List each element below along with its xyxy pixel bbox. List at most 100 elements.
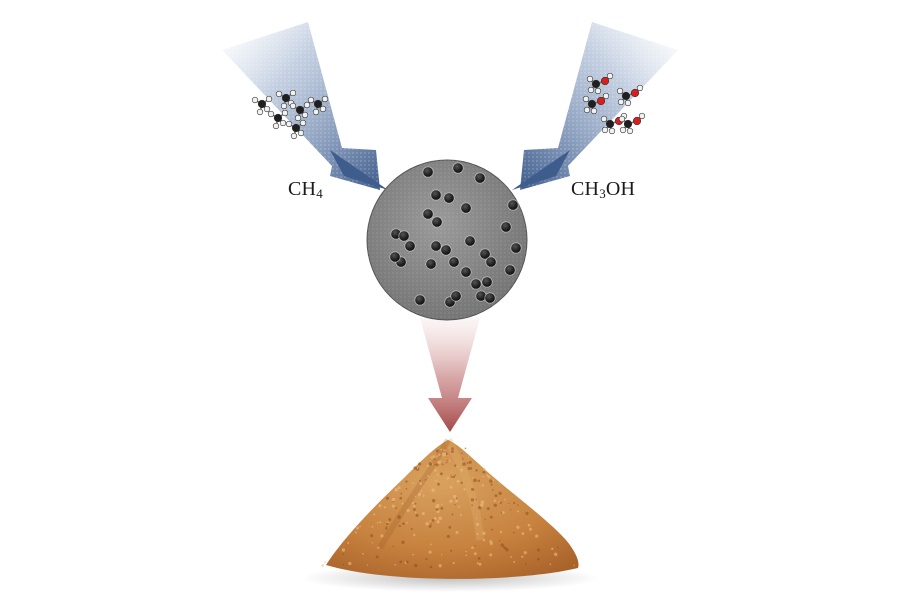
output-arrow <box>420 318 480 432</box>
molecule-atom <box>603 93 609 99</box>
molecule-atom <box>625 100 631 106</box>
powder-grain <box>392 505 395 508</box>
powder-grain <box>430 543 432 545</box>
powder-grain <box>373 513 375 515</box>
powder-grain <box>461 482 463 484</box>
bacterium-cell <box>423 167 433 177</box>
molecule-atom <box>295 115 301 121</box>
bacterium-cell <box>444 193 454 203</box>
powder-grain <box>402 522 405 525</box>
powder-grain <box>400 493 402 495</box>
powder-grain <box>399 561 402 564</box>
powder-grain <box>525 512 528 515</box>
bacterium-cell <box>508 200 518 210</box>
powder-grain <box>422 512 425 515</box>
powder-grain <box>474 545 475 546</box>
powder-grain <box>412 482 414 484</box>
molecule-atom <box>314 100 322 108</box>
powder-grain <box>406 509 409 512</box>
powder-grain <box>438 517 442 521</box>
bacterium-cell <box>461 203 471 213</box>
powder-grain <box>438 454 440 456</box>
molecule-atom <box>601 116 607 122</box>
powder-grain <box>500 502 502 504</box>
powder-grain <box>434 469 437 472</box>
molecule-atom <box>322 96 328 102</box>
powder-grain <box>513 532 515 534</box>
powder-grain <box>406 522 408 524</box>
powder-grain <box>413 534 415 536</box>
powder-grain <box>521 556 523 558</box>
bacterium-cell <box>476 291 486 301</box>
molecule-atom <box>290 90 296 96</box>
methanol-label: CH3OH <box>571 178 635 201</box>
powder-grain <box>392 498 395 501</box>
molecule-atom <box>639 113 645 119</box>
powder-grain <box>417 468 418 469</box>
powder-grain <box>394 564 396 566</box>
bacterium-cell <box>405 241 415 251</box>
powder-grain <box>456 466 457 467</box>
powder-grain <box>441 504 443 506</box>
powder-grain <box>441 554 442 555</box>
powder-grain <box>482 471 485 474</box>
powder-grain <box>453 495 456 498</box>
powder-grain <box>518 526 520 528</box>
powder-grain <box>447 460 448 461</box>
molecule-atom <box>268 111 274 117</box>
powder-grain <box>425 558 427 560</box>
powder-grain <box>430 566 433 569</box>
powder-grain <box>460 514 462 516</box>
powder-grain <box>413 466 417 470</box>
molecule-atom <box>320 106 326 112</box>
powder-grain <box>440 472 443 475</box>
powder-grain <box>453 476 456 479</box>
molecule-atom <box>637 85 643 91</box>
powder-grain <box>450 475 451 476</box>
powder-grain <box>490 542 493 545</box>
powder-grain <box>347 542 349 544</box>
powder-grain <box>471 488 474 491</box>
powder-grain <box>440 507 443 510</box>
powder-grain <box>471 546 474 549</box>
powder-grain <box>478 480 481 483</box>
molecule-atom <box>282 110 288 116</box>
powder-grain <box>478 557 481 560</box>
molecule-atom <box>627 128 633 134</box>
powder-grain <box>395 507 397 509</box>
powder-grain <box>537 548 540 551</box>
powder-grain <box>406 488 408 490</box>
bacterium-cell <box>449 257 459 267</box>
powder-grain <box>419 482 422 485</box>
powder-grain <box>398 486 401 489</box>
powder-grain <box>450 550 452 552</box>
powder-grain <box>476 533 478 535</box>
powder-grain <box>414 564 417 567</box>
powder-grain <box>462 462 466 466</box>
powder-grain <box>425 522 428 525</box>
powder-grain <box>513 561 515 563</box>
powder-grain <box>418 493 421 496</box>
bacterium-cell <box>431 241 441 251</box>
powder-grain <box>378 504 381 507</box>
powder-grain <box>484 519 485 520</box>
molecule-atom <box>298 130 304 136</box>
methanol-label-subscript: 3 <box>599 186 606 201</box>
powder-grain <box>359 526 361 528</box>
powder-grain <box>482 532 485 535</box>
powder-grain <box>399 525 401 527</box>
bacterium-cell <box>423 209 433 219</box>
molecule-atom <box>607 73 613 79</box>
molecule-atom <box>583 96 589 102</box>
powder-grain <box>387 521 389 523</box>
powder-grain <box>421 495 422 496</box>
powder-grain <box>476 518 477 519</box>
molecule-atom <box>617 88 623 94</box>
powder-grain <box>522 532 525 535</box>
molecule-atom <box>286 121 292 127</box>
powder-grain <box>432 519 435 522</box>
bacterium-cell <box>399 231 409 241</box>
powder-grain <box>412 554 414 556</box>
powder-grain <box>435 480 437 482</box>
molecule-atom <box>313 109 319 115</box>
